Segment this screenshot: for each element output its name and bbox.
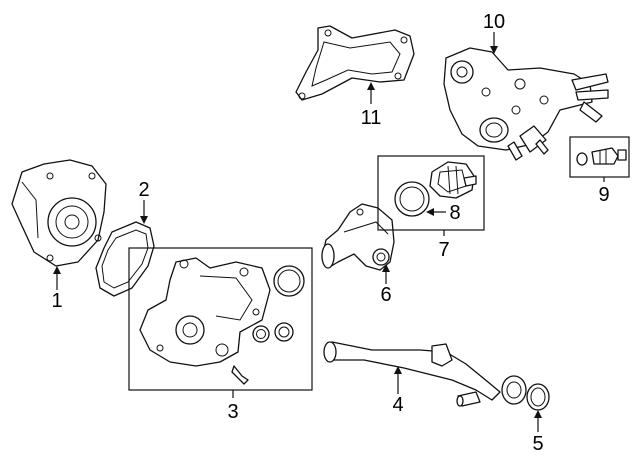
part-8-seal	[394, 181, 430, 217]
part-4-water-pipe	[323, 341, 527, 407]
part-3-box	[128, 247, 313, 391]
callout-1: 1	[51, 290, 62, 312]
part-1-water-pump	[11, 159, 107, 267]
part-6-thermostat-cover	[321, 203, 395, 271]
part-5-o-ring	[526, 383, 550, 411]
callout-6: 6	[380, 284, 391, 306]
part-9-temp-sensor	[576, 147, 627, 166]
callout-5: 5	[532, 433, 543, 455]
part-7-thermostat	[429, 161, 477, 199]
callout-10: 10	[483, 11, 505, 33]
part-3-housing-assembly	[139, 257, 305, 385]
callout-4: 4	[392, 394, 403, 416]
callout-3: 3	[227, 401, 238, 423]
callout-7: 7	[438, 239, 449, 261]
callout-9: 9	[598, 184, 609, 206]
part-2-gasket-ring	[95, 221, 155, 297]
part-9-box	[569, 136, 630, 178]
part-7-box	[377, 155, 485, 231]
leader-lines	[53, 32, 605, 432]
part-11-gasket	[295, 25, 415, 101]
part-10-thermostat-housing	[443, 47, 609, 161]
callout-8: 8	[449, 202, 460, 224]
callout-11: 11	[361, 107, 382, 129]
callout-2: 2	[138, 179, 149, 201]
